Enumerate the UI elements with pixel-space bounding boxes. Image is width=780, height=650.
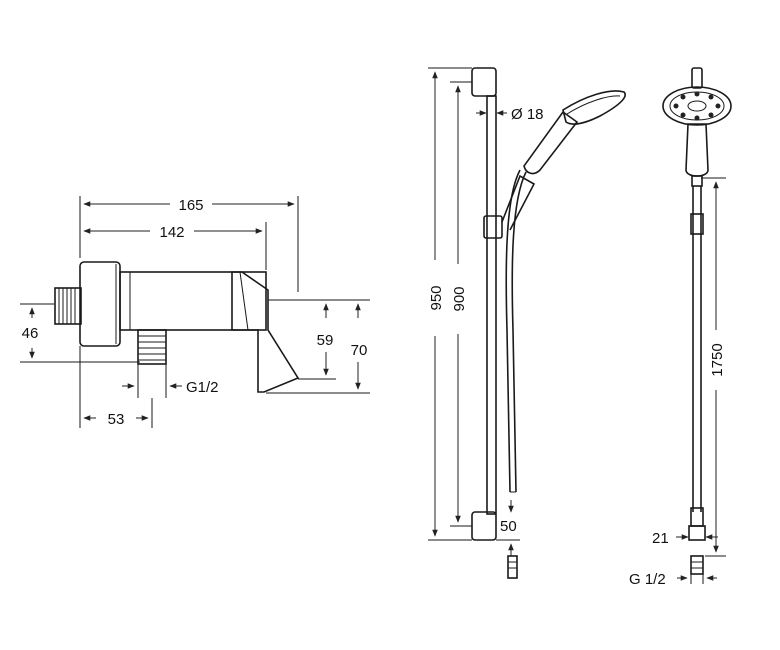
shower-hose-view: 1750 21 G 1/2 — [629, 67, 732, 588]
spray-nozzles — [673, 91, 721, 121]
rail-bottom-bracket — [471, 511, 497, 541]
shower-spray-face — [662, 86, 732, 126]
hand-shower-handle-front — [685, 123, 709, 177]
rail-slider — [483, 215, 503, 239]
inlet-thread-hatching — [58, 288, 76, 324]
shower-rail-view: Ø 18 950 900 50 — [428, 67, 626, 579]
shower-hose — [505, 169, 521, 493]
dim-900-label: 900 — [451, 286, 468, 311]
thread-g-12-label: G 1/2 — [629, 571, 666, 588]
mixer-outlet-nipple — [137, 329, 167, 365]
hand-shower-handle — [523, 110, 579, 175]
thread-g12-label: G1/2 — [186, 379, 219, 396]
dim-142-label: 142 — [159, 224, 184, 241]
shower-holder — [501, 174, 536, 231]
dim-46-label: 46 — [22, 325, 39, 342]
dim-53-label: 53 — [108, 411, 125, 428]
hose-nut — [690, 555, 704, 575]
dim-diameter-18-label: Ø 18 — [511, 106, 544, 123]
rail-bar — [486, 95, 497, 515]
dim-59-label: 59 — [317, 332, 334, 349]
hose-fitting — [688, 525, 706, 541]
dim-950-label: 950 — [428, 285, 445, 310]
dim-1750-label: 1750 — [709, 343, 726, 376]
mixer-lever — [231, 271, 300, 393]
dim-70-label: 70 — [351, 342, 368, 359]
dim-165-label: 165 — [178, 197, 203, 214]
mixer-body — [119, 271, 267, 331]
hose-bottom-connector — [507, 555, 518, 579]
mixer-wall-flange — [79, 261, 121, 347]
mixer-inlet-pipe — [54, 287, 82, 325]
head-top-cap — [691, 67, 703, 89]
shower-mixer-view: 165 142 46 59 70 G1/2 53 — [20, 196, 370, 428]
hose-upper-sleeve — [690, 213, 704, 235]
dim-50-label: 50 — [500, 518, 517, 535]
outlet-thread-hatching — [138, 335, 166, 361]
dim-21-label: 21 — [652, 530, 669, 547]
rail-top-bracket — [471, 67, 497, 97]
